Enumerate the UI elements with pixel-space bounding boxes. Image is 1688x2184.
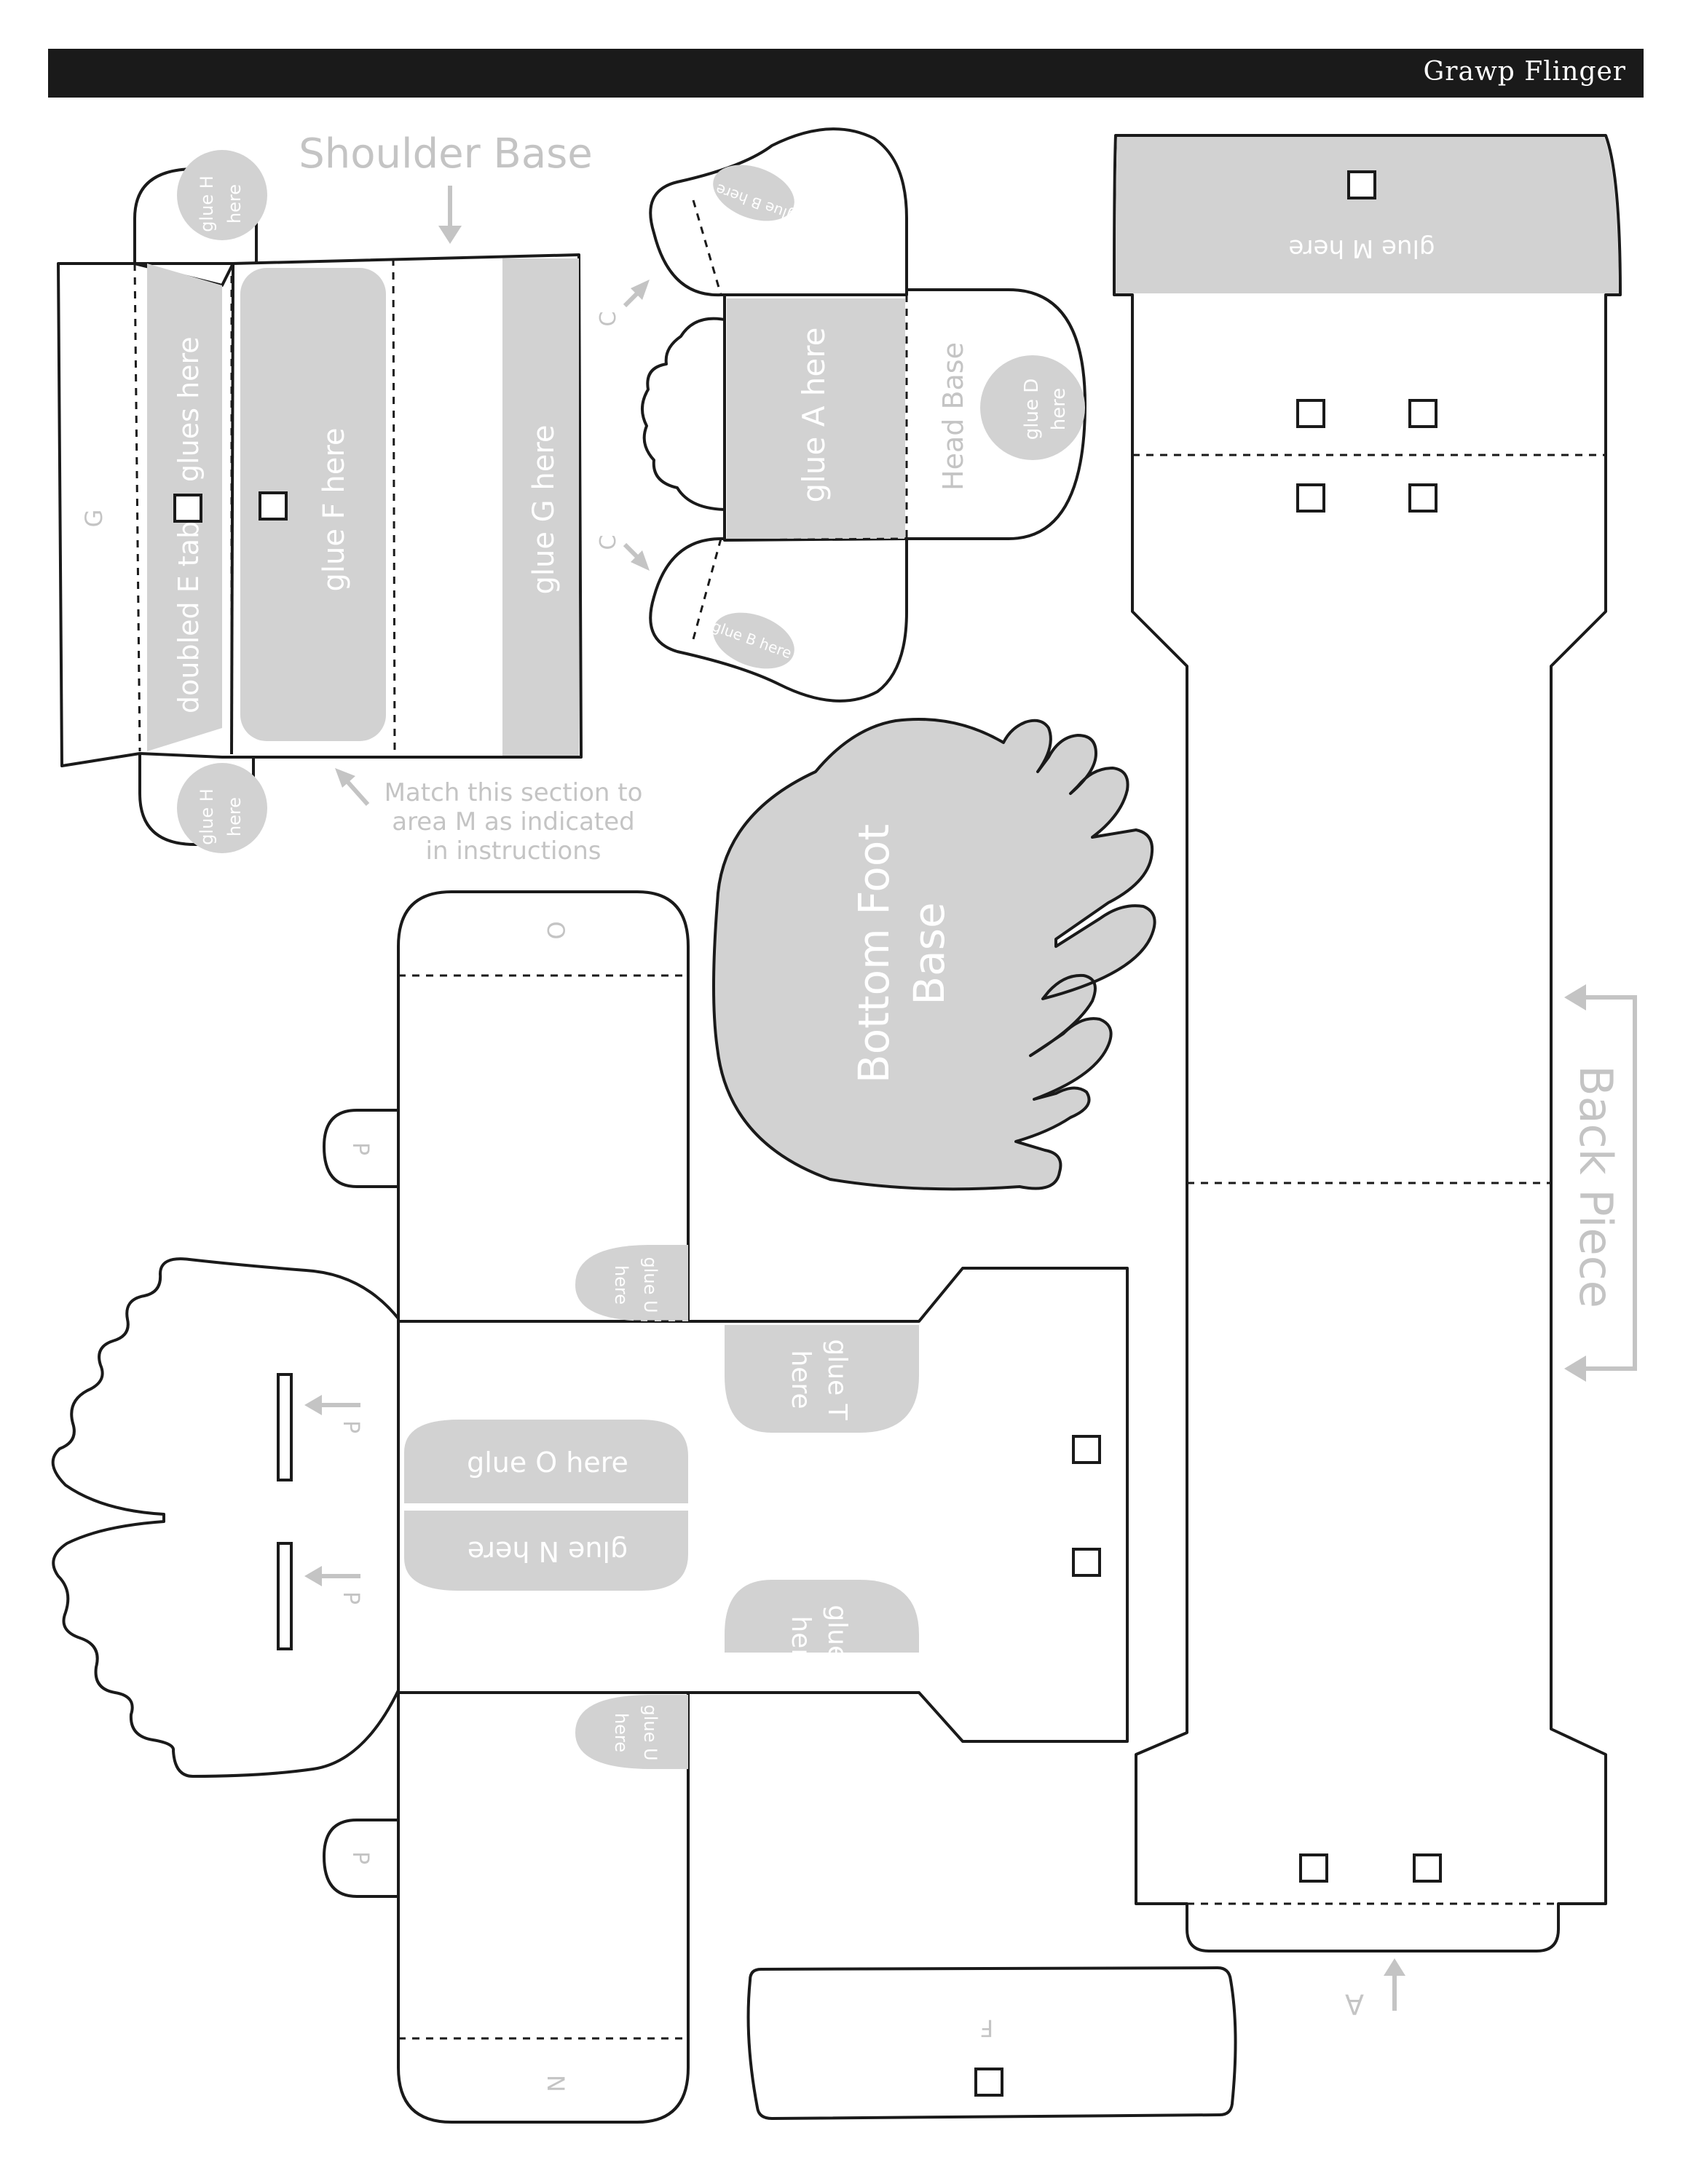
body-label-p-slot-top: P — [338, 1420, 363, 1433]
back-piece-title: Back Piece — [1569, 1065, 1622, 1308]
bottom-foot-piece: Bottom Foot Base — [712, 718, 1156, 1191]
head-here-d: here — [1048, 388, 1070, 431]
head-label-c-top: C — [596, 312, 621, 327]
match-section-arrow — [335, 768, 370, 806]
body-here-u-top: here — [611, 1265, 631, 1305]
f-piece: F — [746, 1966, 1237, 2120]
shoulder-glue-g: glue G here — [527, 424, 561, 594]
body-here-u-bottom: here — [611, 1713, 631, 1752]
body-piece: O N P P P P glue U here glue U here glue… — [51, 890, 1129, 2124]
header-bar: Grawp Flinger — [48, 49, 1644, 98]
shoulder-here-bottom: here — [224, 797, 245, 836]
body-glue-u-bottom: glue U — [640, 1704, 660, 1760]
shoulder-glue-h-bottom: glue H — [197, 788, 217, 845]
back-glue-m: glue M here — [1288, 234, 1435, 263]
match-note-line2: area M as indicated — [392, 807, 635, 836]
back-piece: glue M here Back Piece A — [1113, 134, 1637, 2020]
shoulder-label-g: G — [80, 510, 108, 528]
head-glue-a: glue A here — [796, 328, 832, 503]
p-arrow-top — [304, 1395, 360, 1415]
body-glue-t-bottom: glue T — [822, 1605, 852, 1686]
body-glue-n: glue N here — [468, 1535, 628, 1567]
head-base-piece: glue A here Head Base glue D here glue B… — [596, 127, 1086, 703]
match-note-line3: in instructions — [426, 836, 602, 866]
bottom-foot-line2: Base — [904, 902, 954, 1005]
shoulder-glue-h-top: glue H — [197, 175, 217, 232]
body-glue-o: glue O here — [467, 1447, 628, 1479]
head-base-title: Head Base — [937, 342, 969, 491]
body-label-p-slot-bottom: P — [338, 1591, 363, 1605]
back-label-a: A — [1345, 1988, 1364, 2020]
p-arrow-bottom — [304, 1566, 360, 1586]
shoulder-base-piece: Shoulder Base G doubled E tab glues here… — [57, 130, 643, 866]
header-title: Grawp Flinger — [1423, 57, 1626, 87]
shoulder-glues-here: glues here — [173, 336, 205, 482]
c-arrow-top — [623, 280, 650, 308]
shoulder-here-top: here — [224, 184, 245, 223]
shoulder-glue-f: glue F here — [318, 427, 351, 591]
body-glue-u-top: glue U — [640, 1257, 660, 1313]
match-note-line1: Match this section to — [384, 778, 643, 807]
head-label-c-bottom: C — [596, 535, 621, 550]
body-label-p-tab-top: P — [347, 1142, 373, 1155]
shoulder-doubled-e-tab: doubled E tab — [173, 521, 205, 713]
bottom-foot-line1: Bottom Foot — [849, 824, 899, 1083]
shoulder-down-arrow — [438, 186, 462, 244]
shoulder-base-title: Shoulder Base — [299, 130, 593, 178]
a-up-arrow — [1384, 1958, 1405, 2011]
body-glue-t-top: glue T — [822, 1339, 852, 1420]
body-label-n: N — [542, 2075, 569, 2092]
body-label-o: O — [542, 921, 569, 939]
c-arrow-bottom — [623, 542, 650, 571]
f-label: F — [980, 2014, 993, 2042]
back-bracket-arrow — [1564, 984, 1637, 1382]
body-here-t-bottom: here — [786, 1615, 816, 1674]
head-glue-d: glue D — [1021, 379, 1043, 440]
body-label-p-tab-bottom: P — [347, 1851, 373, 1864]
body-here-t-top: here — [786, 1350, 816, 1409]
